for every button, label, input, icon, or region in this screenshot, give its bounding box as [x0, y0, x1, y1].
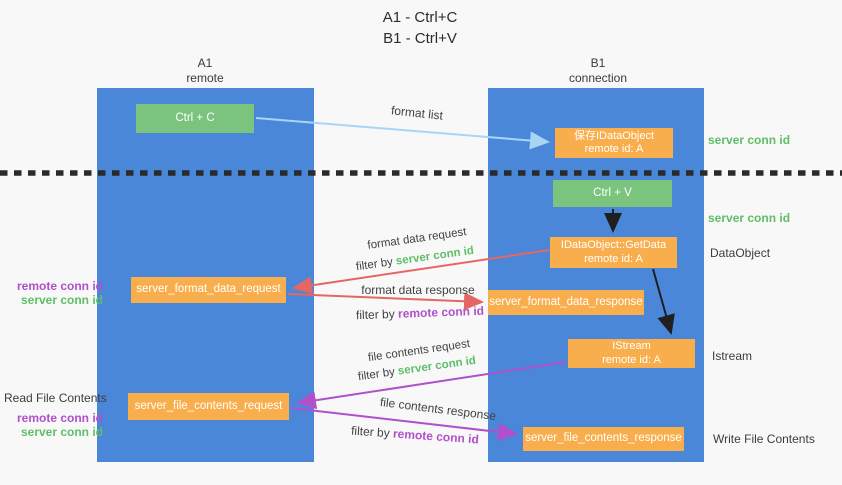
- node-server-file-contents-response-label: server_file_contents_response: [525, 432, 682, 445]
- node-server-file-contents-request: server_file_contents_request: [128, 393, 289, 420]
- annotation-remote-conn-id-left-2: remote conn id: [16, 411, 103, 425]
- node-server-format-data-request-label: server_format_data_request: [136, 283, 281, 296]
- node-ctrl-c: Ctrl + C: [136, 104, 254, 133]
- filter-by-text: filter by: [350, 423, 394, 441]
- node-save-idataobject-line1: 保存IDataObject: [573, 129, 655, 142]
- node-ctrl-c-label: Ctrl + C: [175, 111, 215, 124]
- lane-a1-name: A1: [197, 56, 213, 70]
- annotation-server-conn-id-left-1: server conn id: [20, 293, 103, 307]
- node-idataobject-getdata-line2: remote id: A: [584, 252, 643, 265]
- lane-b1-name: B1: [590, 56, 606, 70]
- annotation-conn-ids-left-1: remote conn id server conn id: [8, 279, 103, 307]
- lane-header-a1: A1 remote: [145, 56, 265, 86]
- lane-a1-role: remote: [186, 71, 224, 85]
- lane-header-b1: B1 connection: [538, 56, 658, 86]
- node-save-idataobject-line2: remote id: A: [584, 143, 644, 155]
- node-istream-line2: remote id: A: [602, 353, 661, 366]
- arrow-file-contents-response: [290, 407, 518, 441]
- node-server-format-data-response: server_format_data_response: [488, 290, 644, 315]
- lane-b1-role: connection: [568, 71, 628, 85]
- annotation-remote-conn-id-left-1: remote conn id: [16, 279, 103, 293]
- node-save-idataobject: 保存IDataObject remote id: A: [555, 128, 673, 158]
- node-idataobject-getdata: IDataObject::GetData remote id: A: [550, 237, 677, 268]
- arrow-getdata-to-istream: [652, 268, 675, 335]
- arrow-format-data-response: [287, 292, 484, 311]
- node-server-format-data-request: server_format_data_request: [131, 277, 286, 303]
- node-ctrl-v-label: Ctrl + V: [593, 186, 632, 199]
- diagram-title: A1 - Ctrl+C B1 - Ctrl+V: [300, 7, 540, 49]
- annotation-server-conn-id-right-2: server conn id: [708, 211, 791, 225]
- node-server-format-data-response-label: server_format_data_response: [489, 295, 643, 308]
- annotation-dataobject: DataObject: [710, 246, 771, 260]
- node-istream: IStream remote id: A: [568, 339, 695, 368]
- title-line-1: A1 - Ctrl+C: [382, 9, 458, 26]
- filter-by-text: filter by: [355, 306, 399, 323]
- arrow-format-list: [255, 117, 550, 150]
- node-server-file-contents-request-label: server_file_contents_request: [134, 399, 283, 412]
- remote-conn-id-text: remote conn id: [397, 303, 485, 321]
- annotation-istream: Istream: [712, 349, 753, 363]
- annotation-server-conn-id-right-1: server conn id: [708, 133, 791, 147]
- node-idataobject-getdata-line1: IDataObject::GetData: [560, 239, 667, 251]
- annotation-write-file-contents: Write File Contents: [713, 432, 815, 446]
- annotation-read-file-contents: Read File Contents: [4, 391, 107, 405]
- node-server-file-contents-response: server_file_contents_response: [523, 427, 684, 451]
- node-istream-line1: IStream: [612, 340, 651, 352]
- node-ctrl-v: Ctrl + V: [553, 180, 672, 207]
- annotation-conn-ids-left-2: remote conn id server conn id: [8, 411, 103, 439]
- label-format-data-response: format data response: [358, 283, 478, 297]
- title-line-2: B1 - Ctrl+V: [383, 30, 457, 47]
- arrow-format-data-request: [292, 249, 550, 295]
- annotation-server-conn-id-left-2: server conn id: [20, 425, 103, 439]
- arrow-file-contents-request: [296, 361, 567, 410]
- label-format-data-response-text: format data response: [361, 283, 475, 297]
